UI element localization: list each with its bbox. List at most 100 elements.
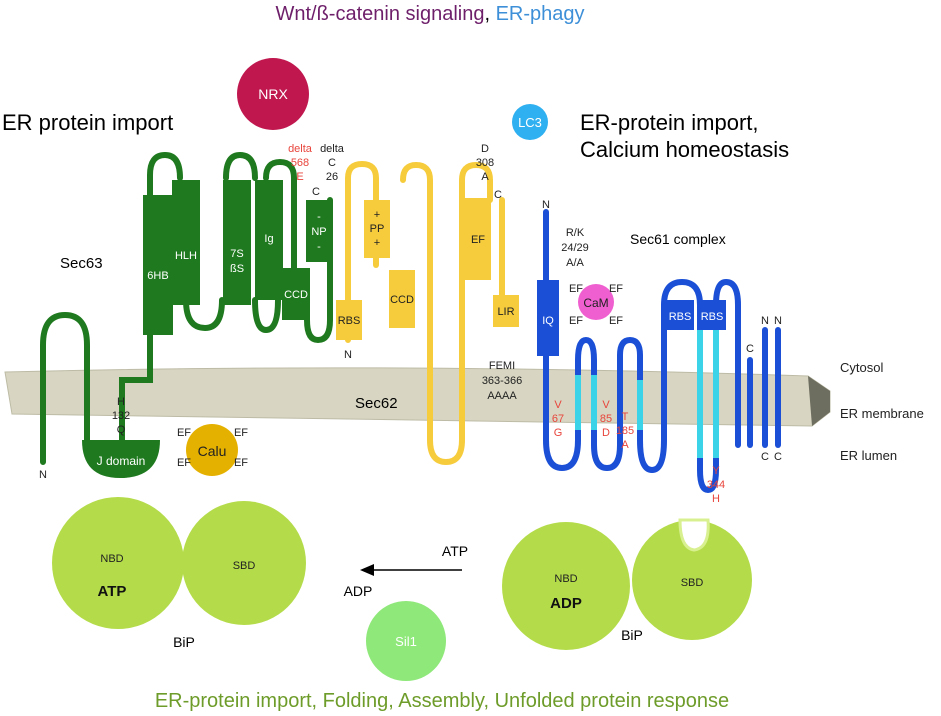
sec62-femi-range: 363-366 — [482, 375, 522, 387]
sec63-mut-e: E — [296, 171, 303, 183]
sec61-mut-t185: T — [622, 411, 629, 423]
sec62-ef-text: EF — [471, 234, 485, 246]
sec61-mut-y344-to: H — [712, 493, 720, 505]
sec63-7s-text: 7S — [230, 248, 243, 260]
bip-right-sbd-text: SBD — [681, 577, 704, 589]
sec63-ig-domain — [255, 180, 283, 300]
er-membrane-label: ER membrane — [840, 406, 924, 421]
cytosol-label: Cytosol — [840, 360, 883, 375]
er-lumen-label: ER lumen — [840, 448, 897, 463]
sec61-beta-c: C — [761, 451, 769, 463]
sec61-mut-v85-num: 85 — [600, 413, 612, 425]
sec61-label: Sec61 complex — [630, 231, 726, 247]
sec61-mut-v67-to: G — [554, 427, 563, 439]
sec62-c-terminus: C — [494, 189, 502, 201]
sec61-alpha-c: C — [746, 343, 754, 355]
sec61-rk: R/K — [566, 227, 585, 239]
bip-right-nbd-text: NBD — [554, 573, 577, 585]
atp-adp-arrowhead — [360, 564, 374, 576]
sec61-gamma-n: N — [774, 315, 782, 327]
sil1-circle — [366, 601, 446, 681]
bip-right-adp: ADP — [550, 595, 582, 612]
er-membrane — [4, 367, 831, 427]
sec63-6hb-domain — [143, 195, 173, 335]
sec61-rbs1-text: RBS — [669, 311, 692, 323]
sec61-mut-y344: Y — [712, 465, 720, 477]
sec61-n-terminus: N — [542, 199, 550, 211]
nrx-circle — [237, 58, 309, 130]
sec63-h-to: Q — [117, 424, 126, 436]
sec62-rbs-domain — [336, 300, 362, 340]
sec61-mut-t185-num: 185 — [616, 425, 634, 437]
calu-text: Calu — [198, 443, 227, 459]
cam-ef-br: EF — [609, 315, 623, 327]
sec63-mut-c: C — [328, 157, 336, 169]
cam-circle — [578, 284, 614, 320]
sec63-hlh-domain — [172, 180, 200, 305]
bip-left-nbd-text: NBD — [100, 553, 123, 565]
sec61-cyan-segments — [575, 330, 719, 458]
sec63-h-res: H — [117, 396, 125, 408]
sec63-np-minus-top: - — [317, 211, 321, 223]
cam-ef-bl: EF — [569, 315, 583, 327]
calu-ef-bl: EF — [177, 457, 191, 469]
sec62-pp-plus-top: + — [374, 209, 380, 221]
bip-left-sbd — [182, 501, 306, 625]
lc3-circle — [512, 104, 548, 140]
sec63-mut-568: 568 — [291, 157, 309, 169]
sec63-j-text: J domain — [97, 454, 146, 468]
calu-ef-tr: EF — [234, 427, 248, 439]
sec62-d-res: D — [481, 143, 489, 155]
sec63-n-terminus: N — [39, 469, 47, 481]
sec62-pp-text: PP — [370, 223, 385, 235]
title-sep: , — [484, 3, 495, 25]
bip-right-substrate-pocket — [678, 518, 710, 552]
sec61-iq-text: IQ — [542, 315, 554, 327]
sec62-rbs-text: RBS — [338, 315, 361, 327]
sec62-ef-domain — [465, 198, 491, 280]
sec63-mut-delta: delta — [320, 143, 345, 155]
bip-left-sbd-text: SBD — [233, 560, 256, 572]
sec63-np-domain — [306, 200, 332, 262]
bip-left-atp: ATP — [98, 583, 127, 600]
sec62-femi-to: AAAA — [487, 390, 517, 402]
top-title: Wnt/ß-catenin signaling, ER-phagy — [275, 3, 584, 25]
lc3-text: LC3 — [518, 115, 542, 130]
er-import-calcium-label-1: ER-protein import, — [580, 110, 759, 135]
bip-right-nbd — [502, 522, 630, 650]
sec63-c-terminus: C — [312, 186, 320, 198]
sec63-label: Sec63 — [60, 255, 103, 272]
sec62-pp-plus-bot: + — [374, 237, 380, 249]
sec61-rk-nums: 24/29 — [561, 242, 589, 254]
bip-right-name: BiP — [621, 627, 643, 643]
sec61-iq-domain — [537, 280, 559, 356]
sec62-ccd-text: CCD — [390, 294, 414, 306]
sec63-j-domain — [82, 440, 160, 478]
sec61-mut-t185-to: A — [621, 439, 629, 451]
sec62-lir-text: LIR — [497, 306, 514, 318]
cam-text: CaM — [583, 296, 608, 310]
sec61-gamma-c: C — [774, 451, 782, 463]
er-protein-import-label: ER protein import — [2, 110, 173, 135]
sec61-mut-v85: V — [602, 399, 610, 411]
sec61-beta-n: N — [761, 315, 769, 327]
sec63-np-minus-bot: - — [317, 241, 321, 253]
sec62-lir-domain — [493, 295, 519, 327]
sec63-mut-delta-red: delta — [288, 143, 313, 155]
title-wnt: Wnt/ß-catenin signaling — [275, 3, 484, 25]
sec61-mut-v67-num: 67 — [552, 413, 564, 425]
sil1-text: Sil1 — [395, 634, 417, 649]
calu-ef-br: EF — [234, 457, 248, 469]
sec62-pp-domain — [364, 200, 390, 258]
sec63-hlh-text: HLH — [175, 250, 197, 262]
arrow-adp-label: ADP — [344, 583, 373, 599]
bip-left-name: BiP — [173, 634, 195, 650]
sec61-rbs2-domain — [698, 300, 726, 330]
bip-right-sbd — [632, 520, 752, 640]
sec63-h-num: 132 — [112, 410, 130, 422]
er-import-calcium-label-2: Calcium homeostasis — [580, 137, 789, 162]
cam-ef-tr: EF — [609, 283, 623, 295]
sec61-mut-v67: V — [554, 399, 562, 411]
cam-ef-tl: EF — [569, 283, 583, 295]
calu-ef-tl: EF — [177, 427, 191, 439]
